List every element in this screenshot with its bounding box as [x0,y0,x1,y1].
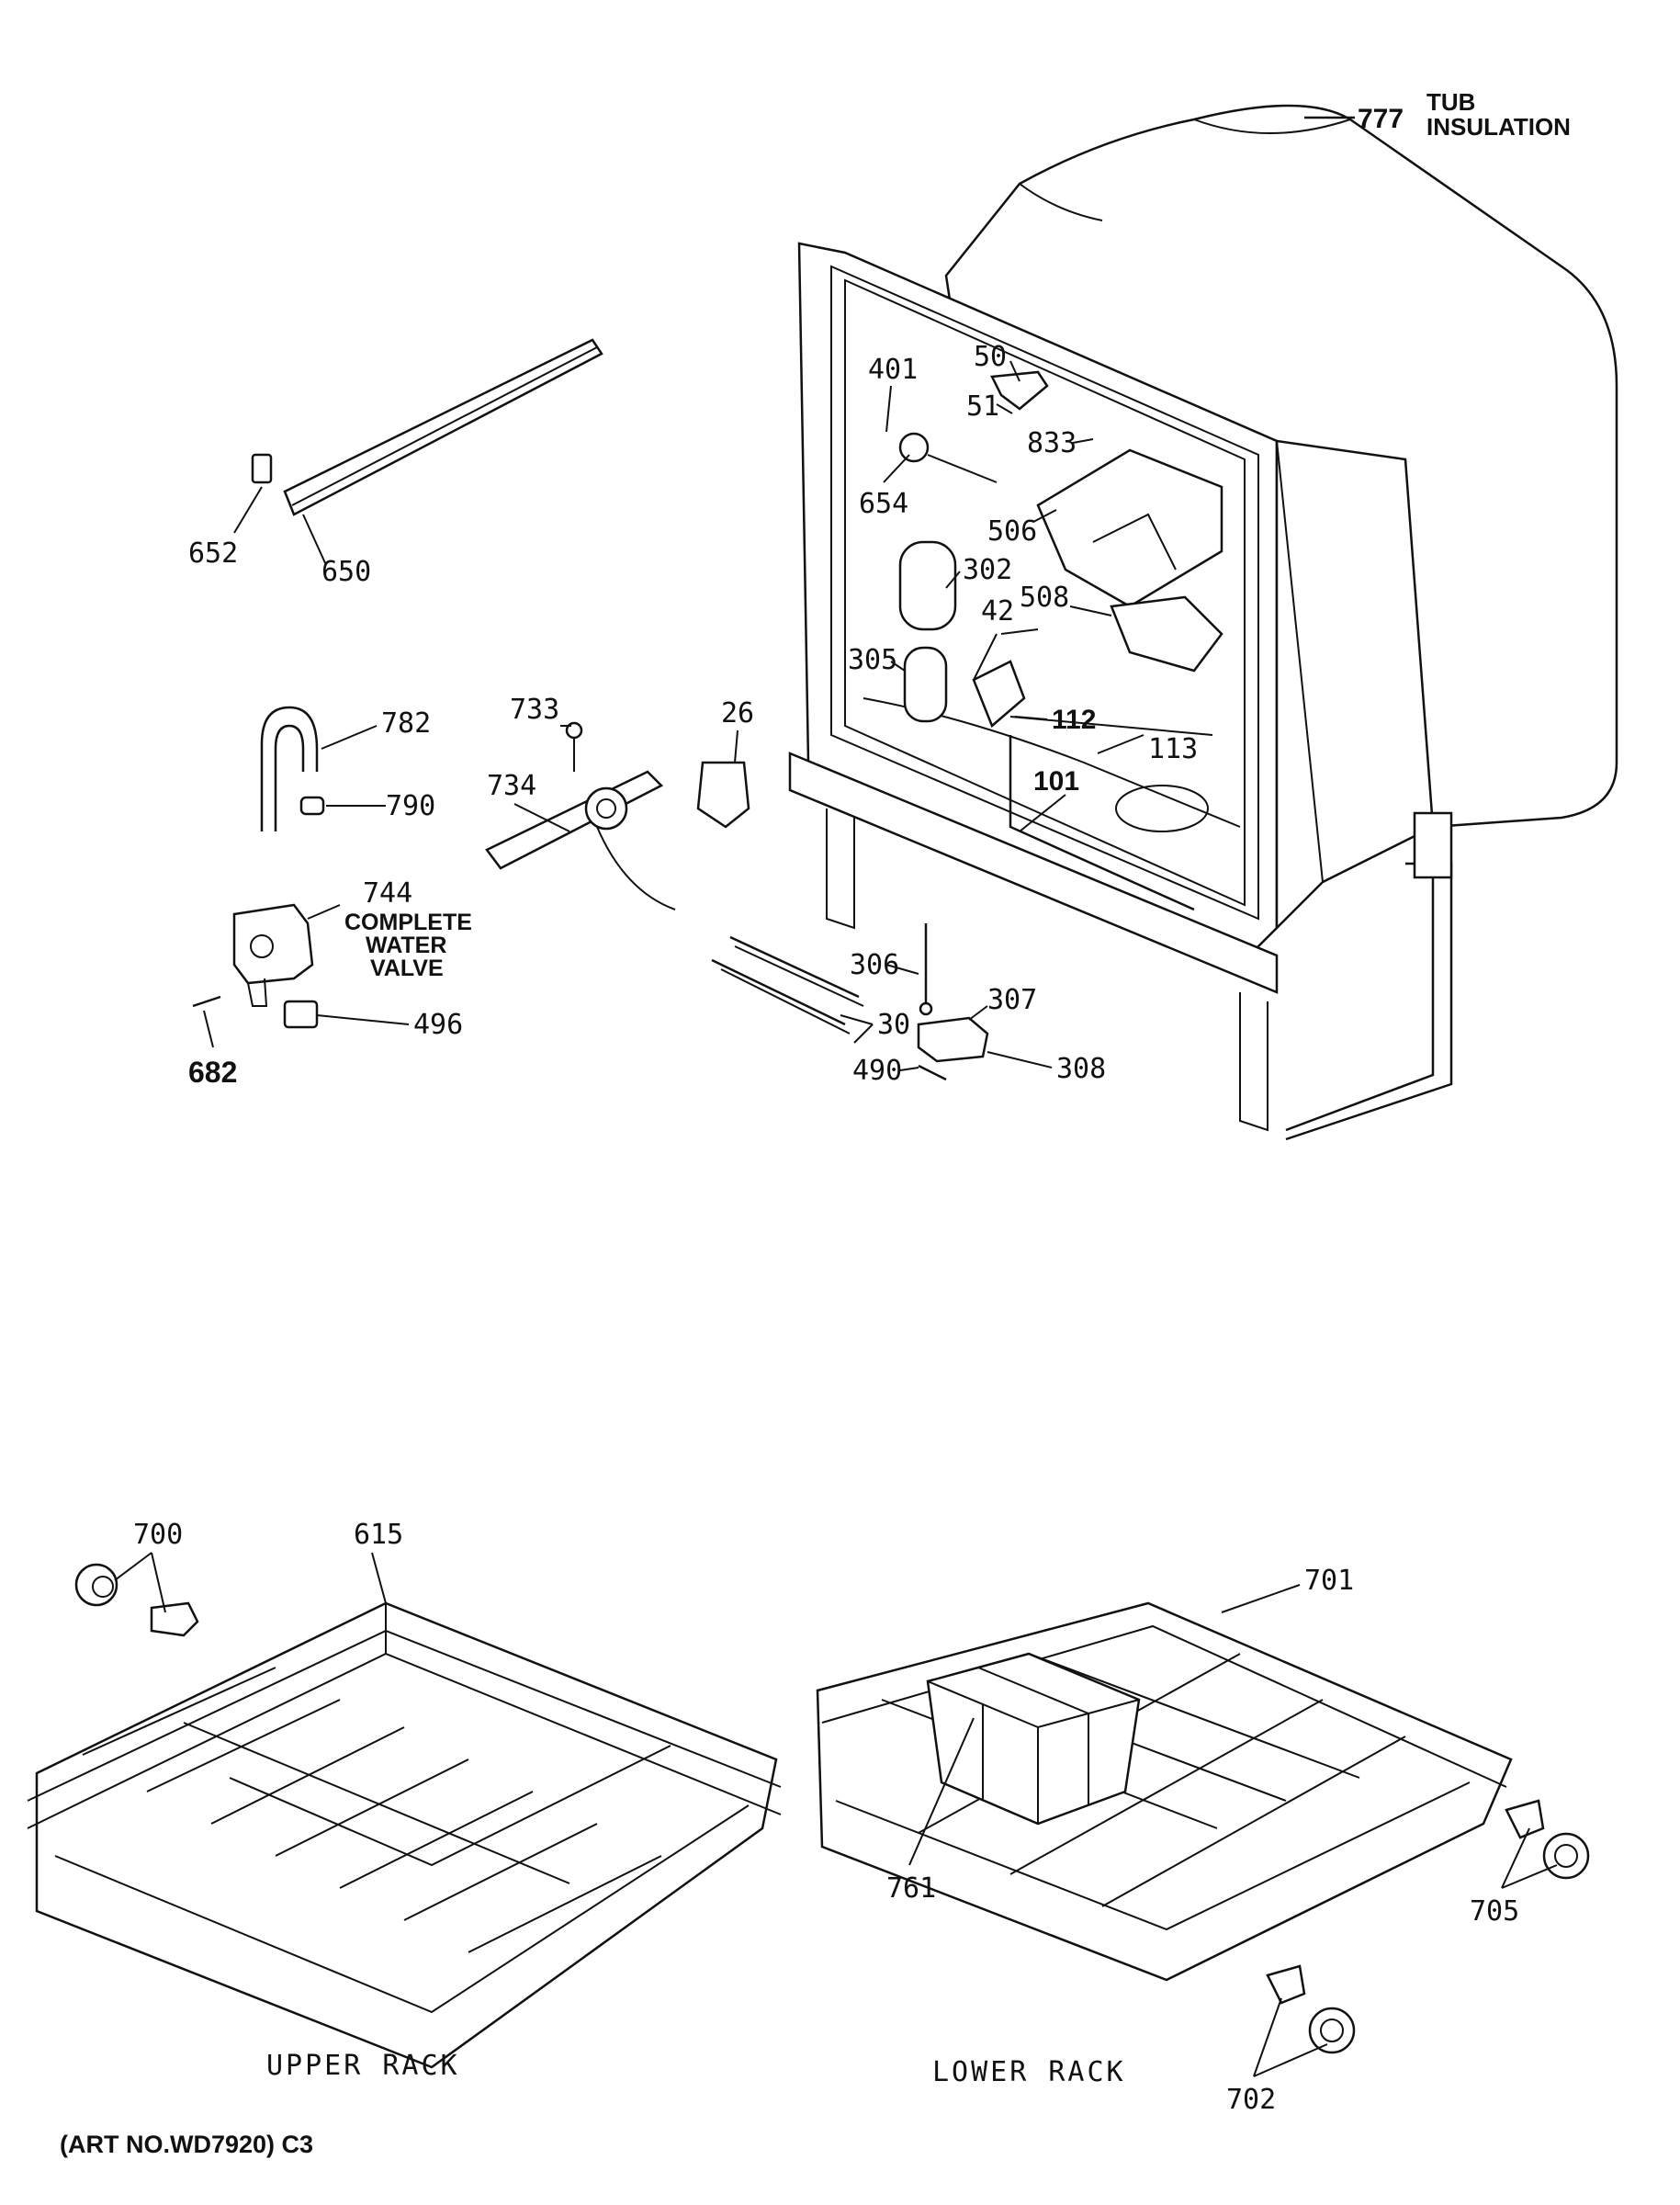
label-valve-2: WATER [366,933,446,958]
label-tub-insulation-1: TUB [1426,88,1475,116]
callout-490: 490 [852,1055,902,1087]
callout-401: 401 [868,354,918,386]
callout-labels: 777 TUB INSULATION 50 401 51 833 654 506… [133,88,1571,2116]
caption-upper-rack: UPPER RACK [266,2050,460,2082]
label-valve-3: VALVE [370,956,444,981]
callout-782: 782 [381,707,431,740]
callout-307: 307 [987,984,1037,1016]
caption-art-number: (ART NO.WD7920) C3 [60,2131,313,2158]
lower-rack-illustration [816,1601,1590,2054]
callout-506: 506 [987,515,1037,548]
leader-lines [114,116,1558,2077]
callout-112: 112 [1052,705,1096,735]
callout-650: 650 [321,556,371,588]
callout-652: 652 [188,537,238,570]
callout-308: 308 [1056,1053,1106,1085]
upper-rack-illustration [27,1563,782,2069]
callout-833: 833 [1027,427,1077,459]
callout-761: 761 [886,1872,936,1905]
callout-50: 50 [974,341,1007,373]
callout-302: 302 [963,554,1012,586]
callout-682: 682 [188,1056,237,1089]
label-tub-insulation-2: INSULATION [1426,113,1571,141]
callout-744: 744 [363,877,412,910]
callout-508: 508 [1020,582,1069,614]
callout-702: 702 [1226,2084,1276,2116]
callout-705: 705 [1470,1895,1519,1928]
callout-305: 305 [848,644,897,676]
caption-lower-rack: LOWER RACK [932,2056,1126,2088]
callout-734: 734 [487,770,536,802]
callout-496: 496 [413,1009,463,1041]
callout-51: 51 [966,390,999,423]
callout-30: 30 [877,1009,910,1041]
callout-777: 777 [1358,104,1404,134]
callout-306: 306 [850,949,899,981]
callout-42: 42 [981,595,1014,628]
callout-615: 615 [354,1519,403,1551]
dishwasher-tub [788,104,1618,1141]
callout-654: 654 [859,488,908,520]
captions: UPPER RACK LOWER RACK (ART NO.WD7920) C3 [60,2050,1126,2158]
loose-parts [192,338,989,1081]
callout-113: 113 [1148,733,1198,765]
label-valve-1: COMPLETE [344,910,472,935]
callout-701: 701 [1304,1565,1354,1597]
callout-700: 700 [133,1519,183,1551]
callout-790: 790 [386,790,435,822]
callout-26: 26 [721,697,754,729]
callout-101: 101 [1033,766,1079,797]
callout-733: 733 [510,694,559,726]
